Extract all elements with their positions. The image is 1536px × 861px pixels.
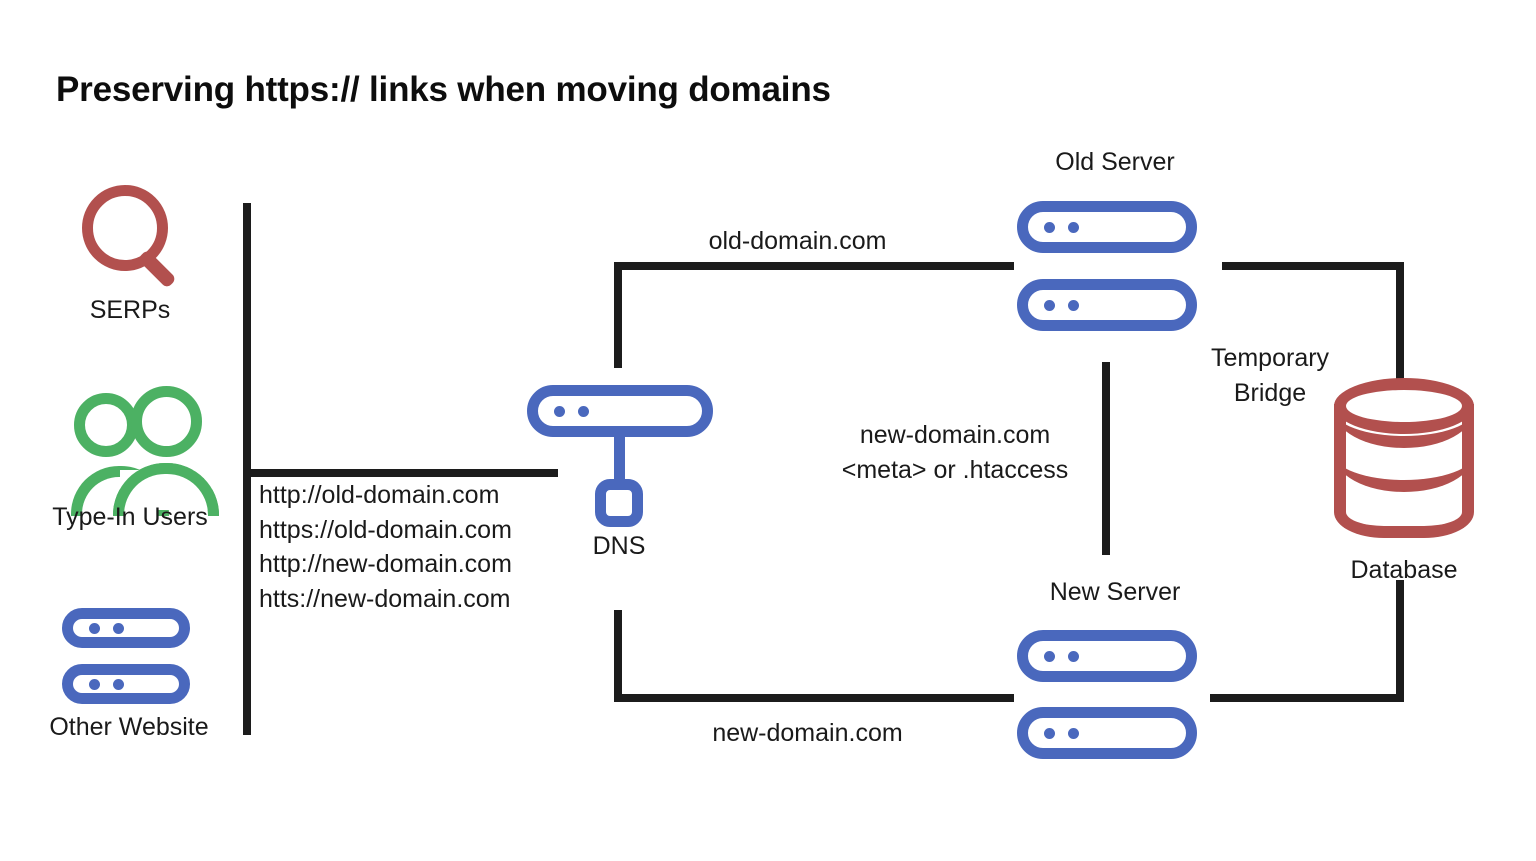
new-server-label: New Server bbox=[1049, 578, 1181, 606]
serps-label: SERPs bbox=[89, 296, 171, 324]
page-title: Preserving https:// links when moving do… bbox=[56, 70, 831, 109]
dns-endpoint-icon bbox=[595, 479, 643, 527]
magnifier-icon bbox=[82, 185, 168, 271]
server-led-dot bbox=[1068, 299, 1079, 311]
old-domain-connector bbox=[614, 262, 1014, 270]
dns-label: DNS bbox=[592, 532, 646, 560]
server-led-dot bbox=[578, 405, 589, 417]
server-led-dot bbox=[89, 678, 100, 690]
users-head-left-icon bbox=[74, 393, 138, 457]
temporary-bridge-label: Temporary Bridge bbox=[1180, 341, 1360, 411]
redirect-label-line-1: new-domain.com bbox=[859, 421, 1051, 449]
new-domain-label: new-domain.com bbox=[712, 719, 903, 747]
server-led-dot bbox=[1044, 650, 1055, 662]
bridge-top-connector bbox=[1222, 262, 1404, 270]
old-domain-riser bbox=[614, 262, 622, 368]
database-group bbox=[1334, 378, 1474, 538]
url-list-item: http://new-domain.com bbox=[259, 550, 512, 578]
users-head-right-icon bbox=[131, 386, 202, 457]
server-led-dot bbox=[1068, 221, 1079, 233]
other-website-label: Other Website bbox=[49, 713, 209, 741]
bridge-label-line-1: Temporary bbox=[1210, 344, 1330, 372]
old-server-unit-1-icon bbox=[1017, 201, 1197, 253]
dns-server-icon bbox=[527, 385, 713, 437]
other-website-server-unit-1-icon bbox=[62, 608, 190, 648]
server-led-dot bbox=[1044, 299, 1055, 311]
new-server-unit-1-icon bbox=[1017, 630, 1197, 682]
server-led-dot bbox=[1044, 727, 1055, 739]
old-server-label: Old Server bbox=[1055, 148, 1175, 176]
bridge-riser-bottom bbox=[1396, 580, 1404, 702]
type-in-users-label: Type-In Users bbox=[52, 503, 208, 531]
old-domain-label: old-domain.com bbox=[708, 227, 887, 255]
server-led-dot bbox=[1044, 221, 1055, 233]
other-website-server-unit-2-icon bbox=[62, 664, 190, 704]
url-list-item: htts://new-domain.com bbox=[259, 584, 511, 613]
bridge-label-line-2: Bridge bbox=[1233, 379, 1307, 407]
dns-stem-connector bbox=[614, 433, 625, 491]
redirect-connector bbox=[1102, 362, 1110, 555]
old-server-unit-2-icon bbox=[1017, 279, 1197, 331]
redirect-label: new-domain.com <meta> or .htaccess bbox=[820, 418, 1090, 488]
server-led-dot bbox=[113, 678, 124, 690]
database-label: Database bbox=[1350, 556, 1458, 584]
new-server-unit-2-icon bbox=[1017, 707, 1197, 759]
server-led-dot bbox=[89, 622, 100, 634]
url-list-item: https://old-domain.com bbox=[259, 515, 512, 544]
bridge-bottom-connector bbox=[1210, 694, 1404, 702]
new-domain-connector bbox=[614, 694, 1014, 702]
server-led-dot bbox=[1068, 650, 1079, 662]
server-led-dot bbox=[1068, 727, 1079, 739]
redirect-label-line-2: <meta> or .htaccess bbox=[841, 456, 1069, 484]
database-body-icon bbox=[1334, 404, 1474, 538]
url-list-item: http://old-domain.com bbox=[259, 481, 500, 509]
server-led-dot bbox=[113, 622, 124, 634]
bridge-riser-top bbox=[1396, 262, 1404, 382]
server-led-dot bbox=[554, 405, 565, 417]
bus-to-dns-connector bbox=[247, 469, 558, 477]
new-domain-riser bbox=[614, 610, 622, 702]
